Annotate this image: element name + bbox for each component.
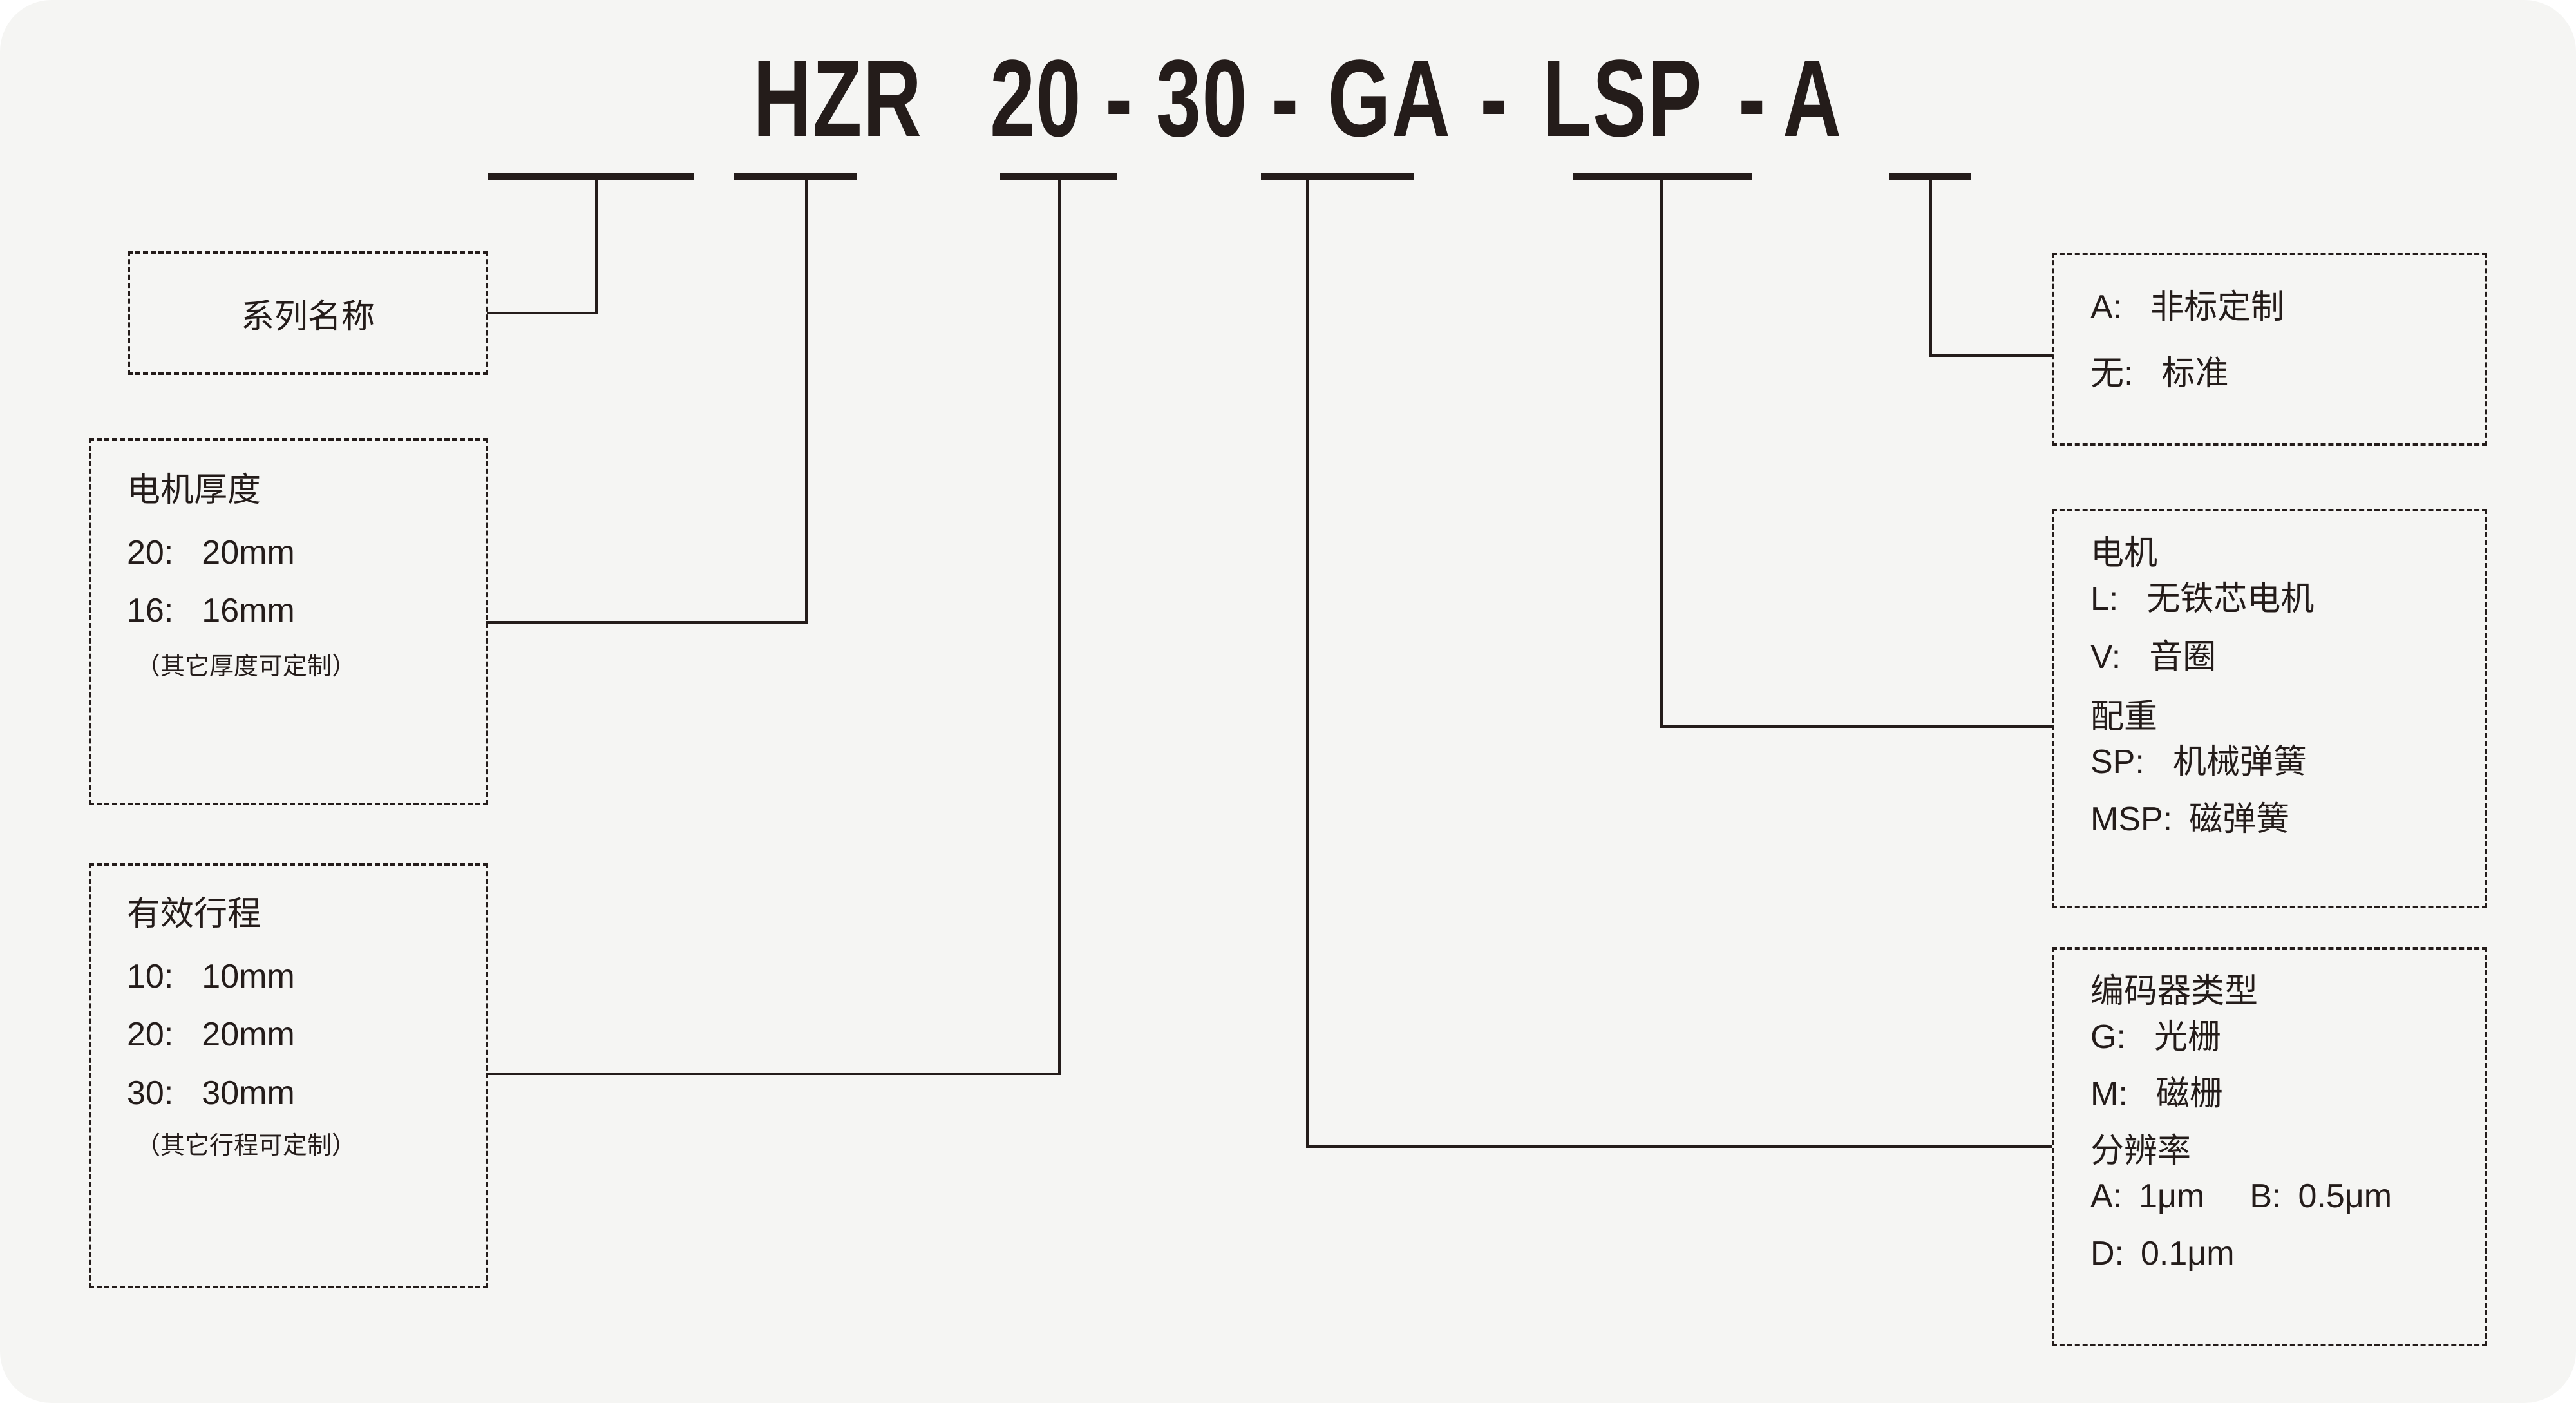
motor-code-1: V: [2090,638,2121,676]
encoder-resolution-code-1: B: [2249,1178,2282,1216]
leader-stroke-horizontal [486,1073,1061,1075]
counterweight-code-1: MSP: [2090,800,2173,838]
effective-stroke-code-2: 30: [127,1074,174,1112]
customization-code-1: 无: [2090,354,2134,392]
motor-value-0: 无铁芯电机 [2146,580,2315,618]
spec-box-motor-thickness: 电机厚度 20: 20mm 16: 16mm （其它厚度可定制） [89,438,488,805]
underbar-custom [1889,173,1971,180]
counterweight-section-title: 配重 [2090,698,2158,736]
spec-box-effective-stroke: 有效行程 10: 10mm 20: 20mm 30: 30mm （其它行程可定制） [89,863,488,1288]
customization-code-0: A: [2090,289,2123,326]
leader-stroke-vertical [1058,180,1061,1075]
code-separator-3: - [1479,37,1507,160]
leader-custom-vertical [1929,180,1932,357]
code-segment-custom: A [1783,37,1843,160]
leader-motor-vertical [1660,180,1663,728]
motor-code-0: L: [2090,580,2119,618]
effective-stroke-code-1: 20: [127,1016,174,1054]
leader-series-vertical [595,180,598,314]
encoder-type-value-0: 光栅 [2154,1018,2221,1056]
leader-custom-horizontal [1929,354,2053,357]
code-segment-thickness: 20 [990,37,1083,160]
code-segment-stroke: 30 [1155,37,1248,160]
leader-thickness-horizontal [486,621,808,624]
code-segment-motor: LSP [1542,37,1703,160]
motor-section-title: 电机 [2090,535,2158,572]
spec-box-encoder: 编码器类型 G: 光栅 M: 磁栅 分辨率 A: 1μm B: 0.5μm D: 0.1μm [2052,947,2487,1346]
underbar-thickness [734,173,857,180]
counterweight-value-1: 磁弹簧 [2189,800,2290,838]
spec-box-customization: A: 非标定制 无: 标准 [2052,253,2487,446]
counterweight-value-0: 机械弹簧 [2172,743,2307,781]
encoder-resolution-value-0: 1μm [2139,1178,2205,1216]
encoder-type-value-1: 磁栅 [2155,1075,2223,1113]
code-separator-4: - [1738,37,1766,160]
encoder-type-code-0: G: [2090,1018,2126,1056]
motor-thickness-note: （其它厚度可定制） [136,653,357,680]
encoder-resolution-code-0: A: [2090,1178,2123,1216]
leader-encoder-horizontal [1306,1145,2052,1148]
underbar-stroke [1000,173,1117,180]
motor-thickness-code-1: 16: [127,592,174,630]
counterweight-code-0: SP: [2090,743,2145,781]
motor-value-1: 音圈 [2149,638,2217,676]
spec-box-motor-counterweight: 电机 L: 无铁芯电机 V: 音圈 配重 SP: 机械弹簧 MSP: 磁弹簧 [2052,509,2487,908]
series-name-label: 系列名称 [240,298,375,336]
encoder-resolution-title: 分辨率 [2090,1132,2192,1170]
encoder-resolution-value-2: 0.1μm [2141,1234,2235,1272]
underbar-encoder [1261,173,1414,180]
code-separator-1: - [1105,37,1133,160]
code-segment-encoder: GA [1327,37,1451,160]
effective-stroke-note: （其它行程可定制） [136,1132,357,1160]
leader-encoder-vertical [1306,180,1309,1148]
code-segment-series: HZR [752,37,922,160]
encoder-type-code-1: M: [2090,1075,2128,1113]
effective-stroke-value-2: 30mm [202,1074,295,1112]
motor-thickness-value-0: 20mm [202,533,295,571]
underbar-series [488,173,694,180]
code-separator-2: - [1271,37,1299,160]
motor-thickness-code-0: 20: [127,533,174,571]
encoder-type-title: 编码器类型 [2090,973,2259,1010]
motor-thickness-title: 电机厚度 [127,472,261,509]
spec-box-series-name: 系列名称 [128,251,488,375]
effective-stroke-title: 有效行程 [127,895,261,933]
leader-motor-horizontal [1660,725,2052,728]
effective-stroke-code-0: 10: [127,957,174,995]
motor-thickness-value-1: 16mm [202,592,295,630]
customization-value-0: 非标定制 [2150,289,2285,326]
encoder-resolution-code-2: D: [2090,1234,2124,1272]
customization-value-1: 标准 [2161,354,2229,392]
effective-stroke-value-1: 20mm [202,1016,295,1054]
leader-thickness-vertical [805,180,808,624]
underbar-motor [1573,173,1752,180]
effective-stroke-value-0: 10mm [202,957,295,995]
encoder-resolution-value-1: 0.5μm [2298,1178,2392,1216]
leader-series-horizontal [487,312,598,314]
